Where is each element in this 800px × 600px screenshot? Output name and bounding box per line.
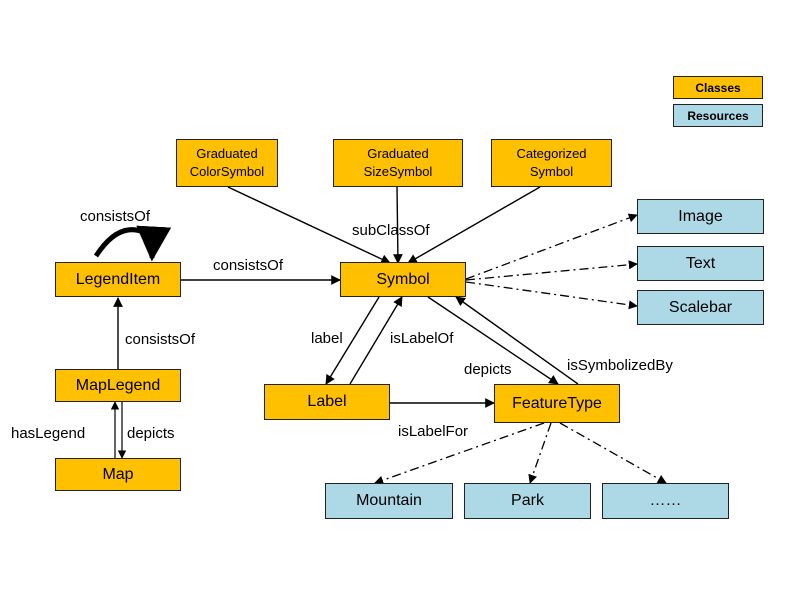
edge-featuretype-to-park [528,422,552,484]
node-legend-item: LegendItem [55,262,181,297]
edge-label-label: label [311,330,343,347]
edge-label-depicts-map: depicts [127,425,175,442]
node-label: Label [264,384,390,420]
edge-legenditem-self-loop [93,225,172,262]
edge-categorized-to-symbol [407,186,541,264]
node-text: Text [637,246,764,281]
node-graduated-size-line2: SizeSymbol [363,164,433,179]
node-categorized-line1: Categorized [516,146,587,161]
edge-label-is-symbolized-by: isSymbolizedBy [567,357,673,374]
edge-symbol-to-text [465,260,638,281]
node-graduated-size-line1: Graduated [367,146,429,161]
node-feature-type: FeatureType [494,384,620,423]
edge-symbol-to-scalebar [465,281,638,310]
node-park: Park [464,483,591,519]
node-map: Map [55,458,181,491]
edge-graduated-size-to-symbol [392,186,403,264]
node-graduated-color-line1: Graduated [196,146,258,161]
edge-symbol-to-featuretype [427,296,559,385]
edge-graduated-color-to-symbol [227,186,391,264]
node-graduated-color-line2: ColorSymbol [189,164,265,179]
edge-label-sub-class-of: subClassOf [352,222,430,239]
legend-resources: Resources [673,104,763,127]
node-mountain: Mountain [325,483,453,519]
edge-label-consists-of-legend: consistsOf [125,331,196,348]
node-categorized-line2: Symbol [529,164,574,179]
edge-label-consists-of-symbol: consistsOf [213,257,284,274]
edge-label-to-symbol [349,296,403,385]
legend-classes: Classes [673,76,763,99]
node-symbol: Symbol [340,262,466,297]
edge-label-depicts-feature: depicts [464,361,512,378]
edge-symbol-to-image [465,213,638,280]
edge-featuretype-to-mountain [374,422,545,485]
edge-label-consists-of-self: consistsOf [80,208,151,225]
edge-featuretype-to-symbol [455,296,579,385]
node-map-legend: MapLegend [55,369,181,402]
edge-symbol-to-label [325,296,380,385]
edge-label-has-legend: hasLegend [11,425,86,442]
node-scalebar: Scalebar [637,290,764,325]
edge-label-is-label-of: isLabelOf [390,330,454,347]
node-more: …… [602,483,729,519]
edge-featuretype-to-more [559,422,667,484]
edge-label-is-label-for: isLabelFor [398,423,469,440]
node-image: Image [637,199,764,234]
